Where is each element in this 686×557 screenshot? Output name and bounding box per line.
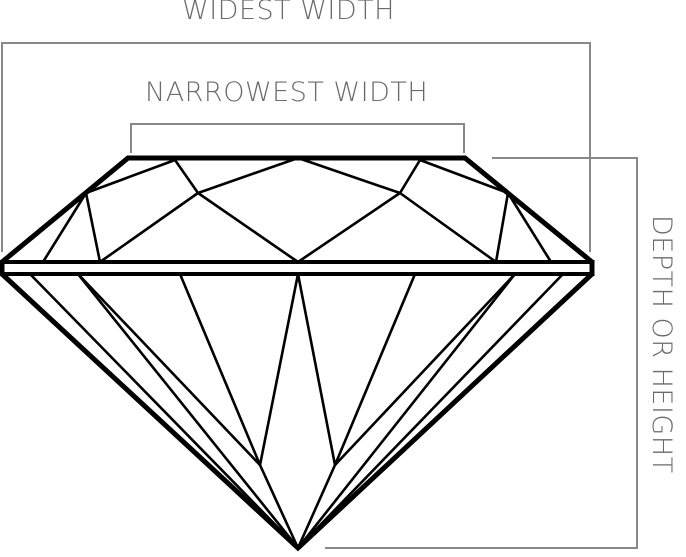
- diamond-crown: [0, 155, 595, 265]
- pavilion-outline: [0, 271, 595, 552]
- narrowest-width-bracket: [130, 123, 465, 153]
- widest-width-label: WIDEST WIDTH: [182, 0, 395, 26]
- depth-bracket: [325, 157, 638, 549]
- diamond-pavilion: [0, 271, 595, 552]
- depth-or-height-label: DEPTH OR HEIGHT: [646, 215, 677, 474]
- narrowest-width-label: NARROWEST WIDTH: [145, 77, 429, 108]
- widest-width-bracket: [1, 42, 591, 252]
